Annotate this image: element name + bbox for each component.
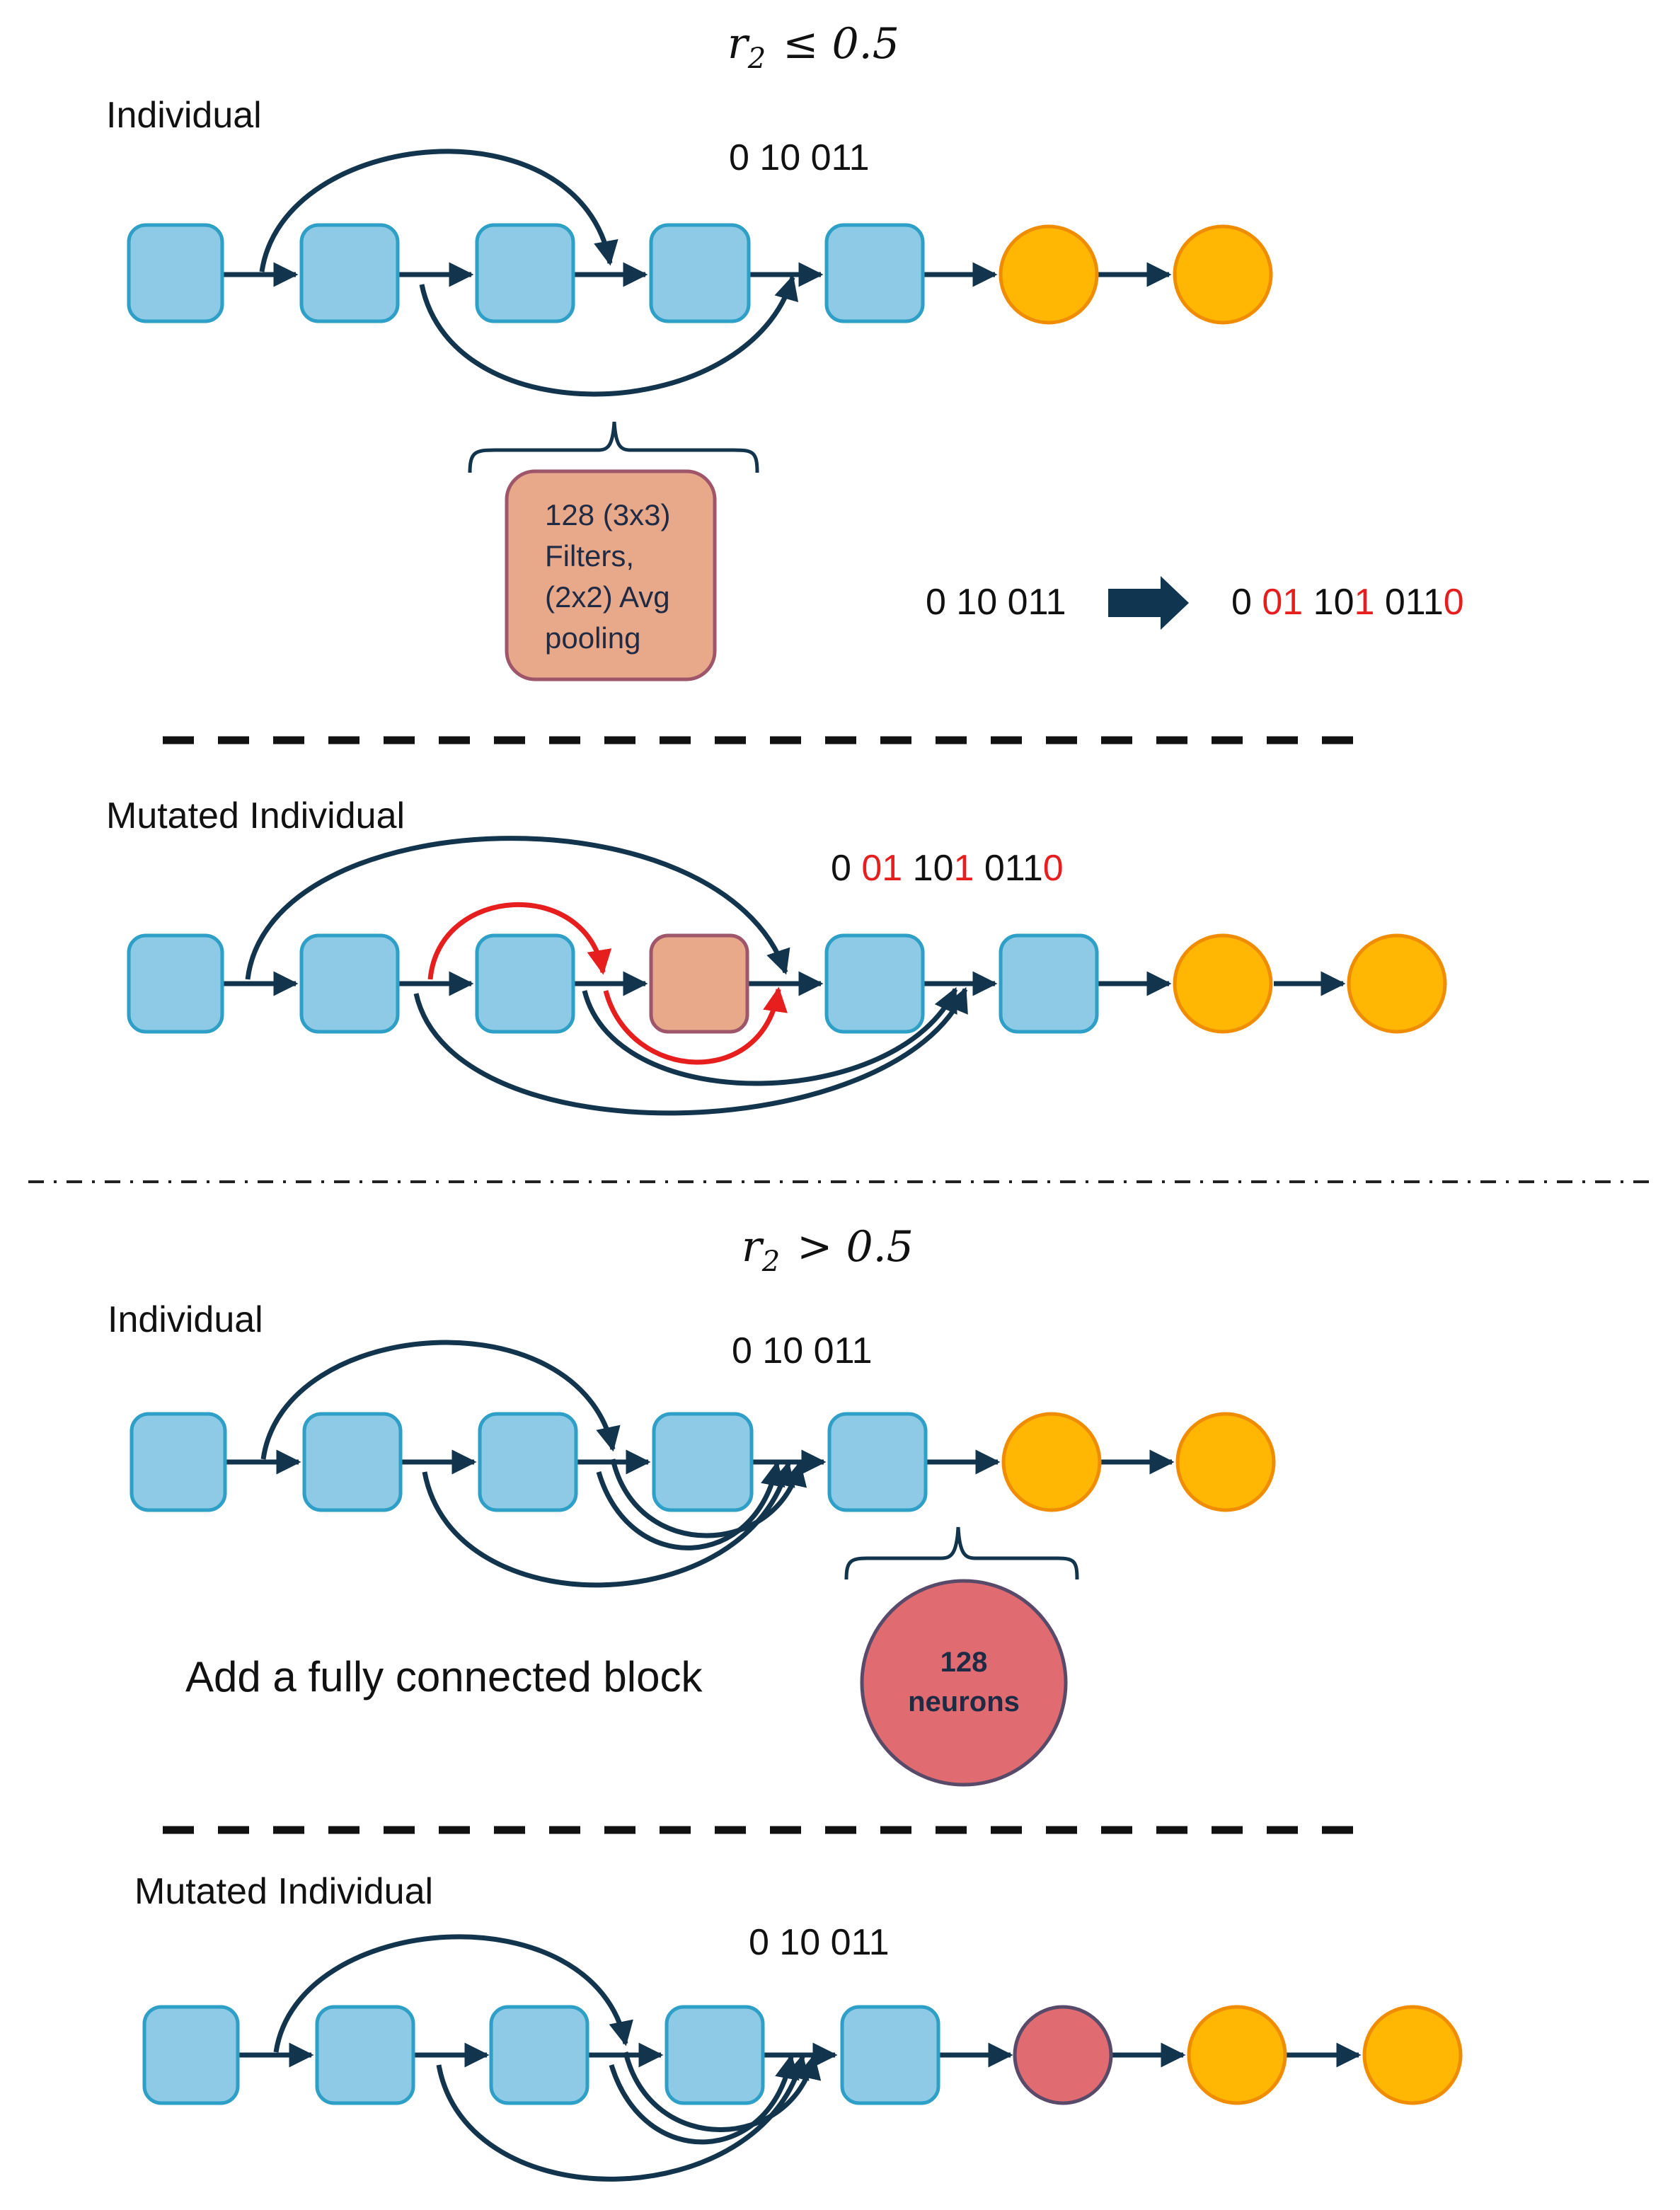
- conv-block: [315, 2005, 415, 2105]
- new-pooling-block: [649, 933, 749, 1034]
- conv-block: [127, 933, 224, 1034]
- encoding-bit: 011: [974, 848, 1042, 889]
- encoding-bit-mutated: 0: [1043, 848, 1064, 889]
- pooling-block-line: 128 (3x3): [545, 498, 670, 531]
- brace-1: [468, 421, 759, 473]
- individual-encoding-2: 0 10 011: [732, 1330, 873, 1371]
- fc-node-detail: [860, 1579, 1068, 1787]
- mutated-encoding-2: 0 10 011: [749, 1922, 890, 1963]
- conv-block: [652, 1412, 754, 1512]
- encoding-bit-mutated: 1: [954, 848, 974, 889]
- conv-block: [649, 223, 751, 323]
- encoding-bit: 10: [1303, 582, 1354, 623]
- encoding-before: 0 10 011: [926, 582, 1066, 623]
- conv-block: [840, 2005, 940, 2105]
- output-node: [1173, 933, 1273, 1034]
- pooling-block-detail: [505, 469, 717, 681]
- conv-block: [489, 2005, 589, 2105]
- output-node: [1187, 2005, 1287, 2105]
- output-node: [1001, 1412, 1102, 1512]
- row1-nodes: [127, 223, 925, 323]
- conv-block: [475, 223, 575, 323]
- conv-block: [299, 223, 400, 323]
- row2-skip-arrows: [245, 836, 968, 1116]
- brace-2: [844, 1526, 1079, 1580]
- row3-nodes: [130, 1412, 928, 1512]
- encoding-bit: 011: [1374, 582, 1443, 623]
- row4-nodes: [142, 2005, 940, 2105]
- row3-skip-arrows: [260, 1340, 807, 1588]
- pooling-block-line: Filters,: [545, 539, 634, 572]
- conv-block: [824, 933, 925, 1034]
- encoding-bit: 0: [831, 848, 861, 889]
- conv-block: [827, 1412, 928, 1512]
- mutated-encoding-1: 0 01 101 0110: [831, 848, 1064, 889]
- conv-block: [130, 1412, 227, 1512]
- conv-block: [999, 933, 1099, 1034]
- row2-nodes: [127, 933, 1099, 1034]
- mutated-label-1: Mutated Individual: [106, 795, 405, 836]
- encoding-bit: 0: [1231, 582, 1262, 623]
- condition-le-label: r2≤ 0.5: [727, 19, 899, 75]
- row1-skip-arrows: [259, 149, 799, 397]
- output-node: [1173, 224, 1273, 325]
- output-node: [1175, 1412, 1276, 1512]
- fc-node-line: neurons: [908, 1686, 1020, 1717]
- individual-encoding-1: 0 10 011: [729, 137, 870, 178]
- conv-block: [824, 223, 925, 323]
- condition-gt-label: r2> 0.5: [742, 1222, 914, 1278]
- encoding-bit: 10: [902, 848, 953, 889]
- output-node: [1362, 2005, 1463, 2105]
- encoding-bit-mutated: 0: [1444, 582, 1464, 623]
- add-block-text: Add a fully connected block: [185, 1653, 703, 1700]
- conv-block: [142, 2005, 240, 2105]
- encoding-bit-mutated: 1: [1354, 582, 1375, 623]
- conv-block: [127, 223, 224, 323]
- mutated-label-2: Mutated Individual: [134, 1871, 433, 1912]
- encoding-bit-mutated: 01: [1262, 582, 1303, 623]
- output-node: [999, 224, 1099, 325]
- conv-block: [664, 2005, 765, 2105]
- conv-block: [478, 1412, 578, 1512]
- conv-block: [299, 933, 400, 1034]
- individual-label-2: Individual: [108, 1299, 263, 1340]
- fc-node: [1013, 2005, 1113, 2105]
- pooling-block-line: pooling: [545, 621, 640, 655]
- row4-skip-arrows: [273, 1934, 822, 2182]
- encoding-bit-mutated: 01: [861, 848, 902, 889]
- transform-arrow-icon: [1108, 576, 1189, 630]
- conv-block: [302, 1412, 403, 1512]
- pooling-block-line: (2x2) Avg: [545, 580, 670, 614]
- row2-new-skip-arrows: [427, 902, 788, 1065]
- encoding-after: 0 01 101 0110: [1231, 582, 1464, 623]
- fc-node-line: 128: [940, 1647, 988, 1678]
- output-node: [1347, 933, 1447, 1034]
- conv-block: [475, 933, 575, 1034]
- individual-label-1: Individual: [106, 95, 262, 136]
